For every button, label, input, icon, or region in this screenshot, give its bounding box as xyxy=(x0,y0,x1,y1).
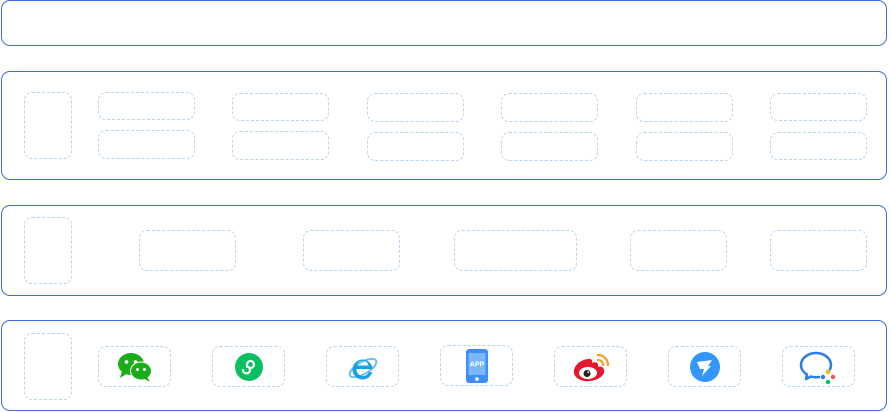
app-icon-label: APP xyxy=(469,361,484,368)
placeholder-grid-panel xyxy=(1,71,887,180)
channel-browser[interactable] xyxy=(326,346,399,387)
channel-weibo[interactable] xyxy=(554,346,627,387)
placeholder-item xyxy=(501,132,598,161)
channel-wechat[interactable] xyxy=(98,346,171,387)
placeholder-item xyxy=(770,93,867,121)
placeholder-item xyxy=(454,230,577,271)
placeholder-item xyxy=(770,230,867,271)
weibo-icon xyxy=(573,353,609,381)
enterprise-wechat-icon xyxy=(799,351,835,384)
placeholder-item xyxy=(630,230,727,271)
placeholder-item xyxy=(367,132,464,161)
placeholder-item xyxy=(501,93,598,122)
channel-enterprise-wechat[interactable] xyxy=(782,346,855,387)
row-label-placeholder xyxy=(24,333,72,400)
placeholder-item xyxy=(367,93,464,122)
row-label-placeholder xyxy=(24,217,72,284)
ie-browser-icon xyxy=(348,357,377,380)
placeholder-item xyxy=(98,130,195,159)
row-label-placeholder xyxy=(24,92,72,159)
placeholder-item xyxy=(770,132,867,160)
placeholder-item xyxy=(98,92,195,120)
placeholder-item xyxy=(636,132,733,161)
mini-program-icon xyxy=(234,352,263,381)
placeholder-item xyxy=(232,131,329,160)
placeholder-item xyxy=(232,93,329,121)
channel-dingtalk[interactable] xyxy=(668,346,741,387)
channel-icons-panel: APP xyxy=(1,320,887,411)
placeholder-row-panel xyxy=(1,205,887,296)
placeholder-item xyxy=(303,230,400,271)
placeholder-item xyxy=(139,230,236,271)
placeholder-item xyxy=(636,93,733,122)
dingtalk-icon xyxy=(689,351,720,382)
channel-mini-program[interactable] xyxy=(212,346,285,387)
app-icon: APP xyxy=(465,348,488,383)
top-bar-panel xyxy=(1,0,887,46)
wechat-icon xyxy=(117,352,152,382)
channel-app[interactable]: APP xyxy=(440,345,513,386)
